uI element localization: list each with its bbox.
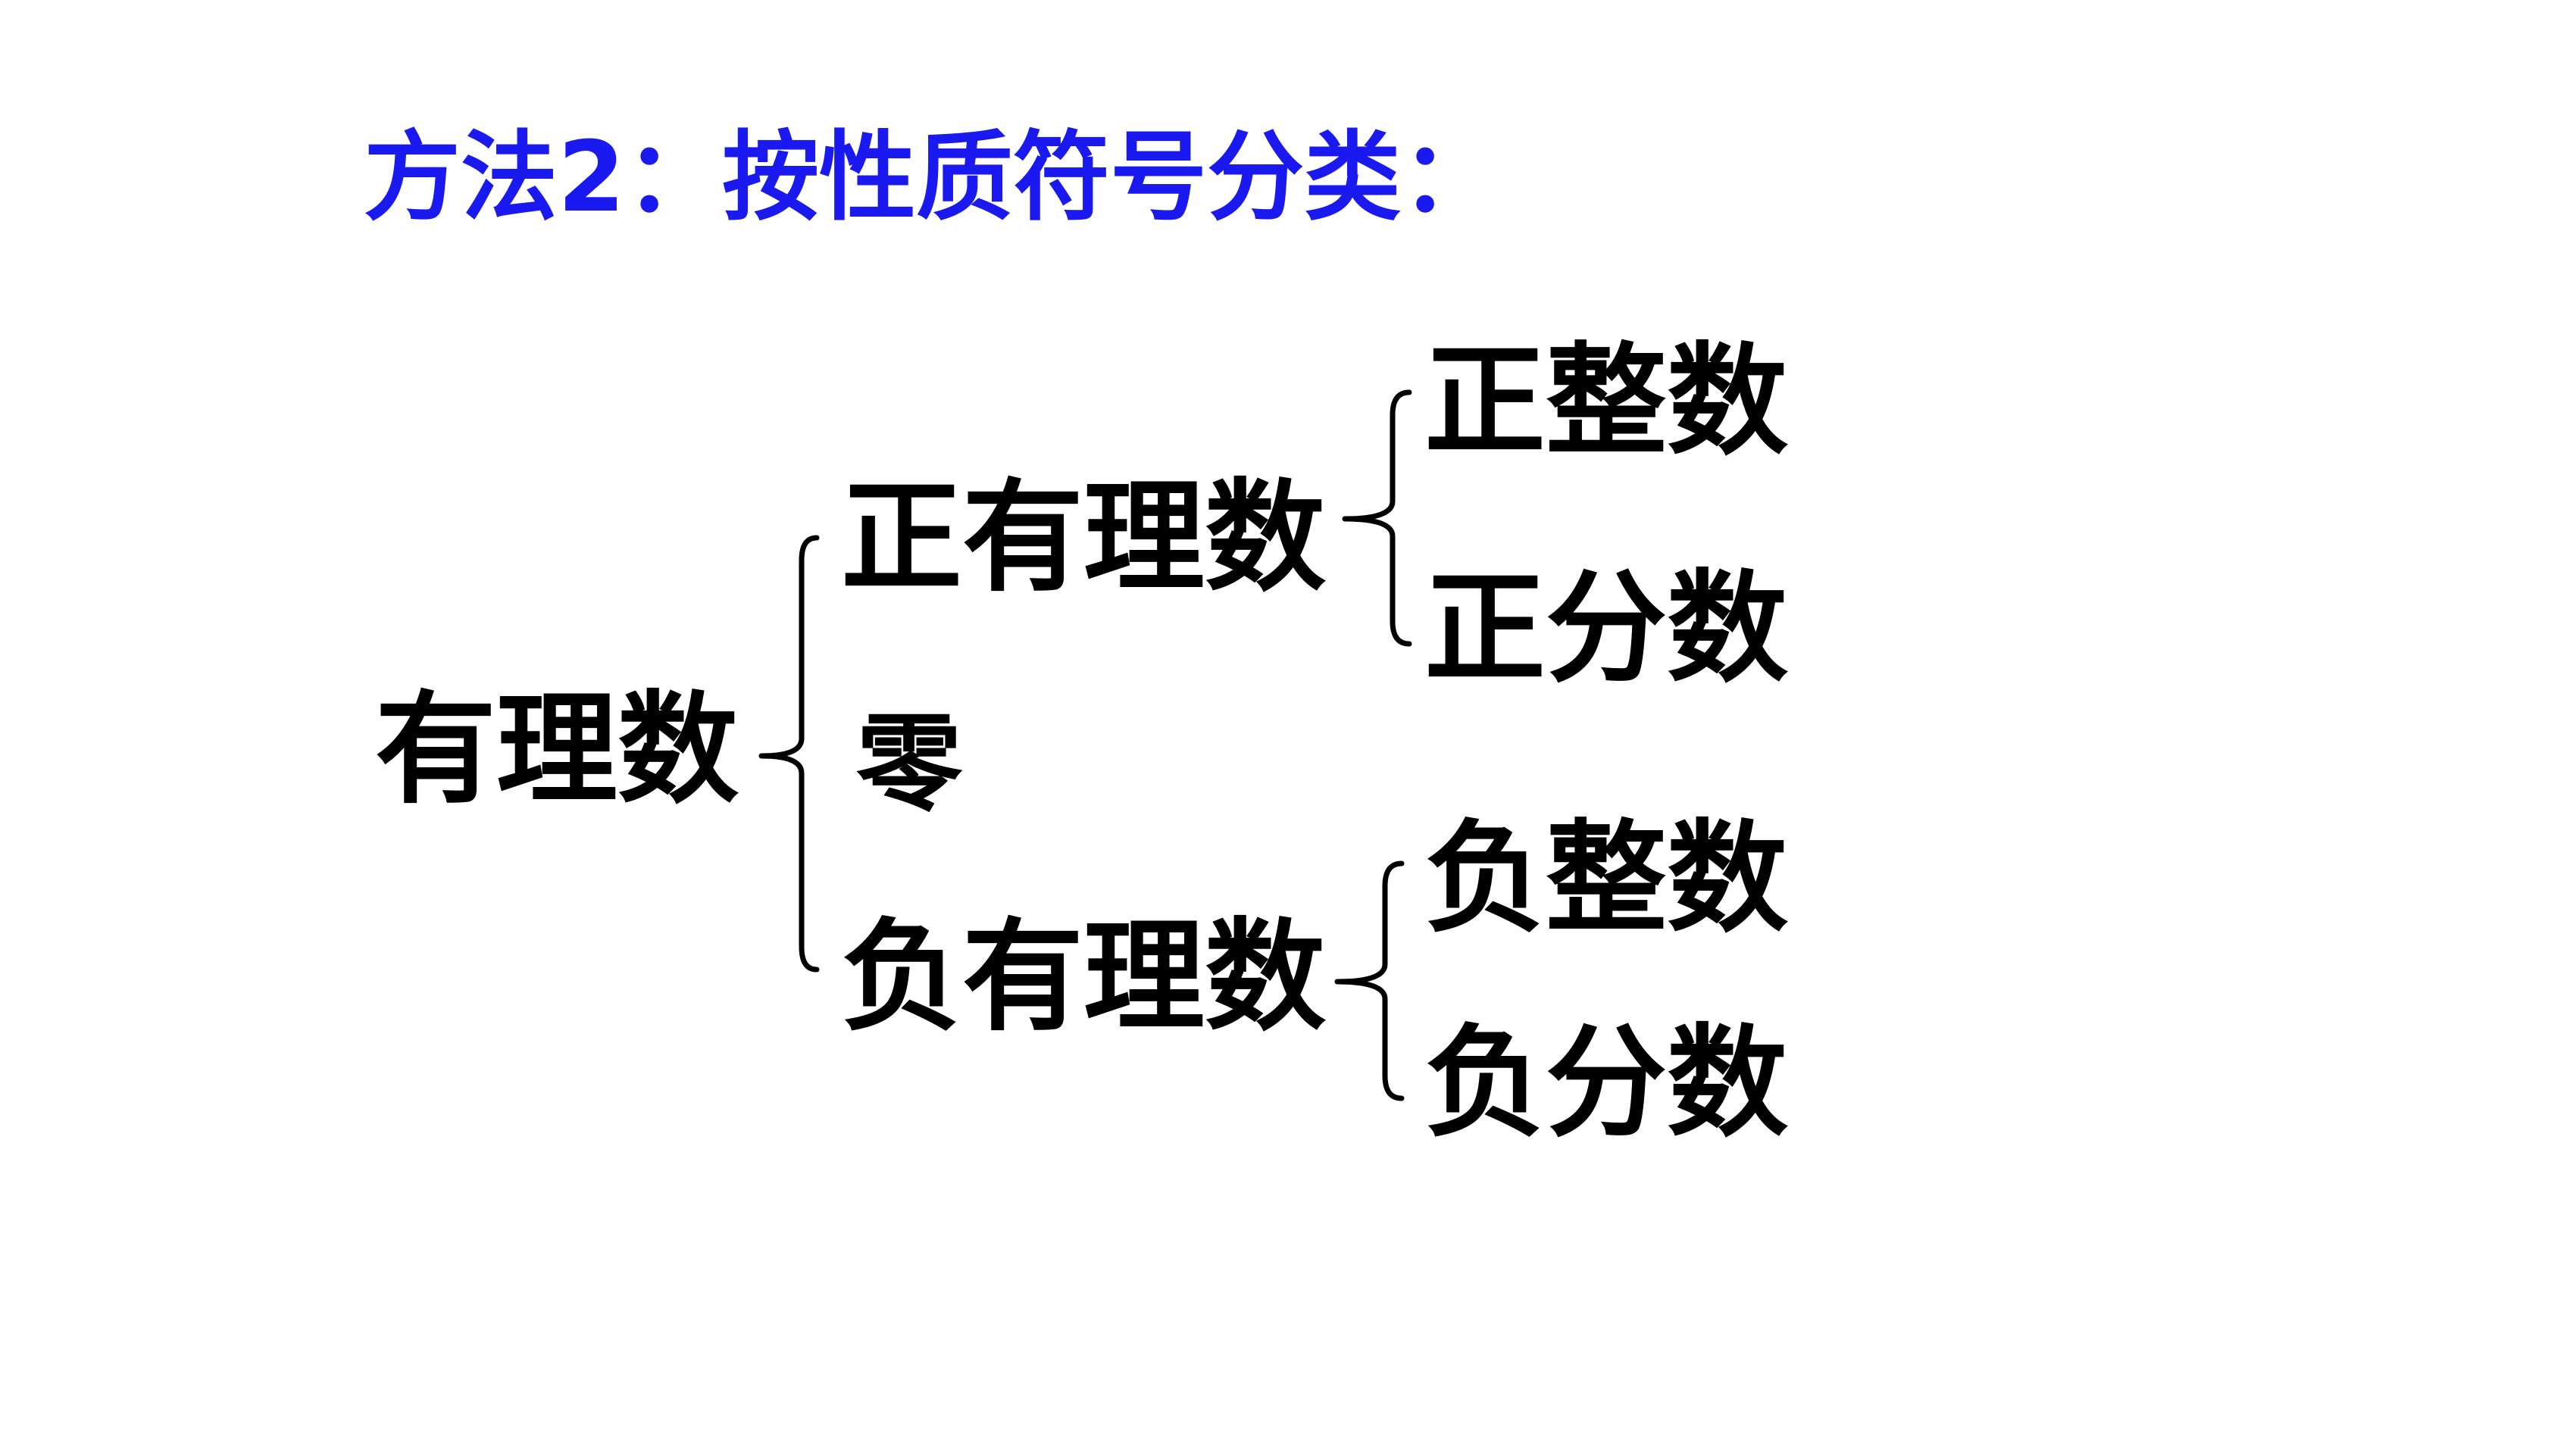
node-positive-integer: 正整数 xyxy=(1424,330,1789,472)
node-negative-rational: 负有理数 xyxy=(841,906,1327,1048)
brace-negative xyxy=(1334,860,1405,1101)
node-negative-integer: 负整数 xyxy=(1424,807,1789,949)
node-rational-numbers: 有理数 xyxy=(375,679,739,820)
node-positive-fraction: 正分数 xyxy=(1424,557,1789,699)
brace-positive xyxy=(1342,389,1412,647)
node-positive-rational: 正有理数 xyxy=(841,467,1327,608)
slide-title: 方法2：按性质符号分类： xyxy=(364,121,1499,234)
node-zero: 零 xyxy=(856,703,963,826)
node-negative-fraction: 负分数 xyxy=(1424,1012,1789,1154)
brace-root xyxy=(758,535,820,973)
